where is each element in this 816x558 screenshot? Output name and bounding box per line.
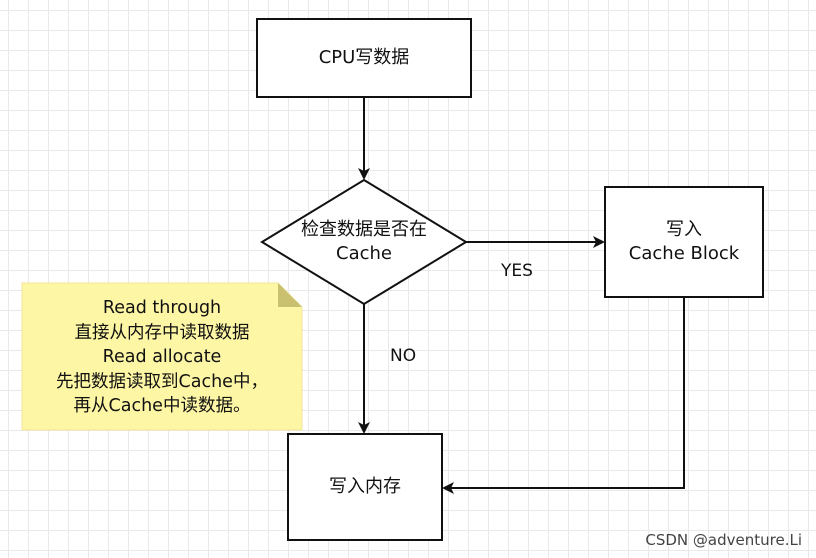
cpu-write-label: CPU写数据 [257, 19, 471, 97]
write-memory-label: 写入内存 [288, 434, 442, 540]
no-label: NO [390, 346, 417, 366]
check-cache-text-line-2: Cache [336, 243, 392, 264]
write-memory-box [287, 433, 443, 541]
note-line-1: Read through [102, 298, 222, 318]
write-memory-text: 写入内存 [329, 476, 401, 497]
write-cache-block-text-line-2: Cache Block [628, 243, 740, 264]
note-line-3: Read allocate [102, 347, 222, 367]
write-cache-block-label: 写入 Cache Block [605, 187, 763, 297]
note-line-4: 先把数据读取到Cache中， [56, 371, 268, 392]
note-text: Read through 直接从内存中读取数据 Read allocate 先把… [22, 296, 302, 419]
check-cache-text-line-1: 检查数据是否在 [301, 219, 427, 240]
write-cache-block-text-line-1: 写入 [666, 219, 702, 240]
note-line-2: 直接从内存中读取数据 [74, 322, 250, 343]
cpu-write-text: CPU写数据 [318, 47, 410, 68]
write-cache-block-box [604, 186, 764, 298]
note-fold [278, 283, 302, 307]
check-cache-label: 检查数据是否在 Cache [270, 214, 458, 270]
yes-label: YES [501, 261, 533, 281]
note-line-5: 再从Cache中读数据。 [73, 396, 251, 416]
watermark: CSDN @adventure.Li [645, 531, 802, 549]
cpu-write-box [256, 18, 472, 98]
note-shape [21, 282, 303, 431]
edge-cache-to-memory [442, 297, 685, 494]
